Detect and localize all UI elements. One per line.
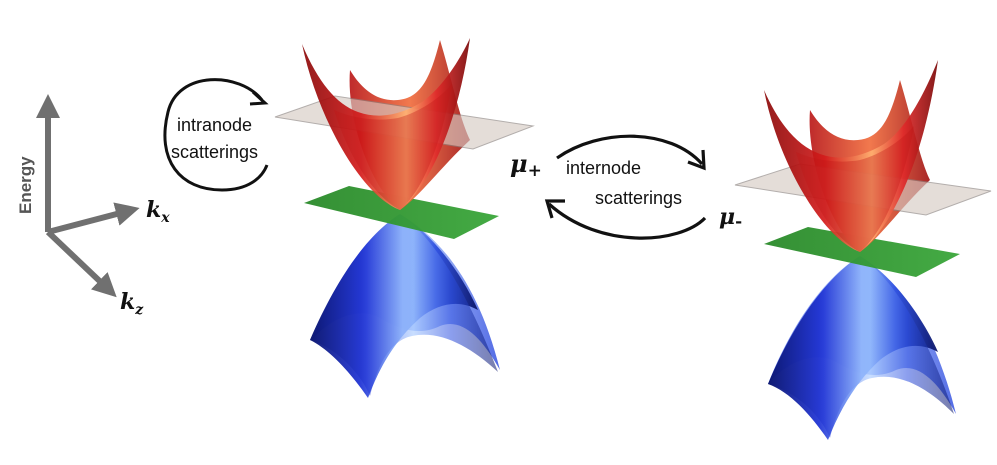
mu-minus-label: μ- bbox=[719, 204, 742, 232]
internode-scattering: internode scatterings bbox=[544, 134, 707, 240]
kx-axis bbox=[47, 202, 140, 235]
intranode-label-line2: scatterings bbox=[171, 142, 258, 162]
left-node-plane bbox=[304, 186, 499, 239]
right-upper-cone-shade bbox=[796, 126, 914, 252]
right-weyl-node bbox=[734, 60, 992, 440]
energy-axis-label: Energy bbox=[16, 156, 35, 214]
intranode-loop-arrow bbox=[163, 78, 269, 192]
left-lower-cone-front bbox=[310, 214, 498, 396]
right-node-plane bbox=[764, 227, 960, 277]
right-lower-cone-front bbox=[768, 256, 954, 438]
internode-arrowhead-bottom bbox=[544, 199, 565, 219]
internode-arrow-top bbox=[556, 134, 704, 166]
intranode-scattering: intranode scatterings bbox=[163, 78, 269, 192]
internode-label-line1: internode bbox=[566, 158, 641, 178]
kz-axis bbox=[45, 229, 117, 298]
intranode-arrowhead bbox=[249, 90, 269, 106]
coordinate-axes: Energy kx kz bbox=[16, 94, 170, 318]
internode-arrowhead-top bbox=[687, 149, 706, 171]
kz-label: kz bbox=[120, 289, 144, 318]
left-upper-cone bbox=[302, 38, 470, 210]
internode-label-line2: scatterings bbox=[595, 188, 682, 208]
left-upper-cone-shade bbox=[334, 84, 452, 210]
kx-label: kx bbox=[146, 197, 170, 226]
internode-arrow-bottom bbox=[547, 202, 707, 240]
right-upper-cone bbox=[764, 60, 938, 252]
left-weyl-node bbox=[274, 38, 535, 398]
mu-plus-label: μ+ bbox=[510, 149, 542, 181]
intranode-label-line1: intranode bbox=[177, 115, 252, 135]
